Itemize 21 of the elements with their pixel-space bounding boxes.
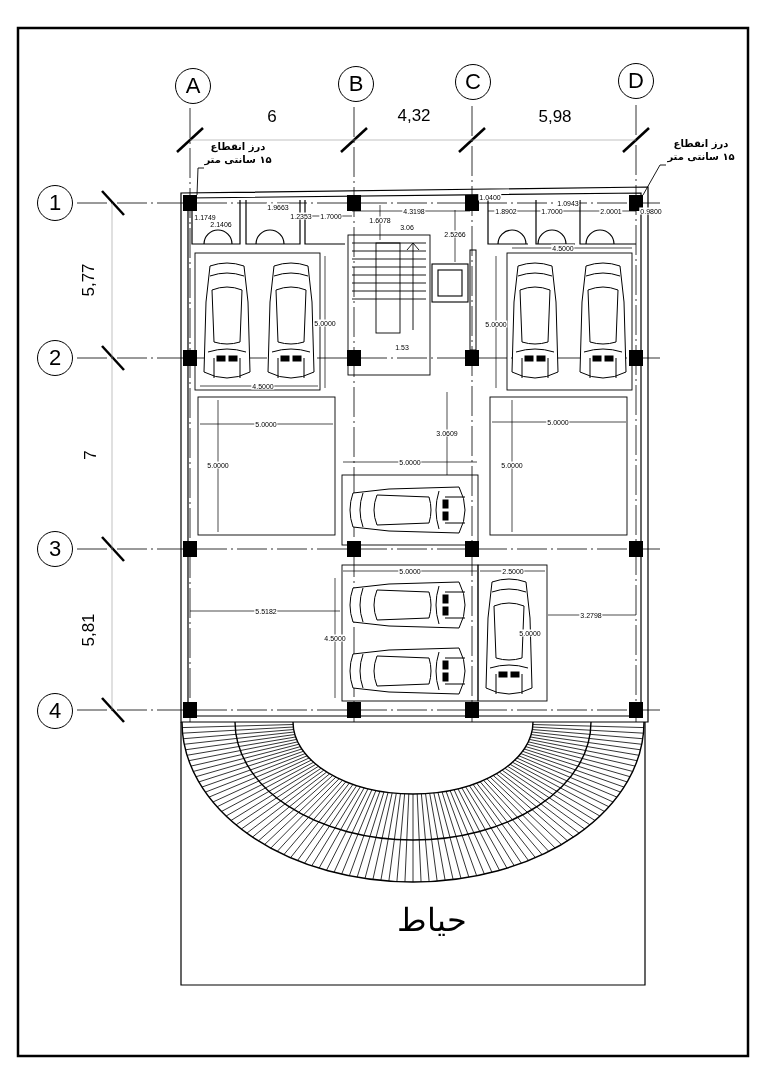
grid-dimension: 5,77 bbox=[79, 262, 97, 298]
area-label: حیاط bbox=[396, 901, 468, 939]
grid-bubble: C bbox=[455, 64, 491, 100]
leader-line bbox=[196, 167, 205, 196]
grid-bubble: 3 bbox=[37, 531, 73, 567]
grid-bubble: B bbox=[338, 66, 374, 102]
grid-bubble: A bbox=[175, 68, 211, 104]
grid-bubble: 4 bbox=[37, 693, 73, 729]
grid-bubble: 1 bbox=[37, 185, 73, 221]
grid-dimension: 6 bbox=[266, 107, 278, 125]
grid-dimension: 5,81 bbox=[79, 612, 97, 648]
grid-dimension: 5,98 bbox=[537, 107, 573, 125]
note-text: درز انقطاع ۱۵ سانتی متر bbox=[666, 135, 736, 165]
grid-bubble: D bbox=[618, 63, 654, 99]
grid-dimension: 7 bbox=[81, 449, 99, 461]
column bbox=[629, 195, 643, 211]
grid-dimension: 4,32 bbox=[396, 106, 432, 124]
column bbox=[183, 195, 197, 211]
note-text: درز انقطاع ۱۵ سانتی متر bbox=[204, 138, 272, 168]
leader-line bbox=[642, 164, 667, 196]
grid-bubble: 2 bbox=[37, 340, 73, 376]
